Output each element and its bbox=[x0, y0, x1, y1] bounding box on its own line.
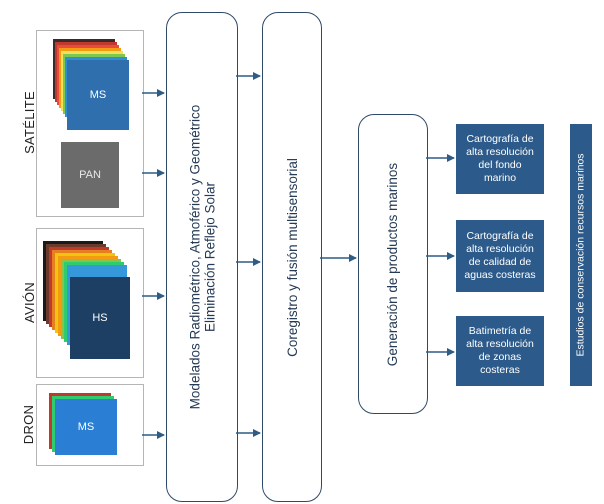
product-seafloor-mapping: Cartografía de alta resolución del fondo… bbox=[456, 124, 544, 194]
satellite-pan-tile: PAN bbox=[61, 142, 119, 208]
satellite-ms-tile: MS bbox=[67, 60, 129, 130]
product-line: alta resolución bbox=[466, 146, 534, 158]
product-line: de zonas bbox=[478, 351, 522, 363]
product-line: Batimetría de bbox=[468, 325, 532, 337]
conservation-studies-box: Estudios de conservación recursos marino… bbox=[570, 124, 592, 386]
product-line: Cartografía de bbox=[466, 230, 534, 242]
drone-source-box: MS bbox=[36, 384, 144, 466]
product-bathymetry: Batimetría de alta resolución de zonas c… bbox=[456, 316, 544, 386]
satellite-pan-label: PAN bbox=[79, 169, 101, 181]
drone-ms-tile: MS bbox=[55, 399, 117, 455]
product-line: aguas costeras bbox=[464, 269, 536, 281]
product-line: Cartografía de bbox=[466, 133, 534, 145]
satellite-source-box: MS PAN bbox=[36, 30, 144, 217]
product-line: marino bbox=[483, 172, 517, 184]
aircraft-hs-tile: HS bbox=[70, 277, 130, 359]
drone-ms-label: MS bbox=[77, 421, 95, 433]
coregistration-stage bbox=[262, 12, 322, 502]
product-line: alta resolución bbox=[466, 243, 534, 255]
aircraft-source-box: HS bbox=[36, 228, 144, 378]
aircraft-hs-label: HS bbox=[92, 312, 108, 324]
product-water-quality: Cartografía de alta resolución de calida… bbox=[456, 220, 544, 292]
product-line: costeras bbox=[480, 364, 520, 376]
product-line: de calidad de bbox=[468, 256, 532, 268]
generation-stage bbox=[358, 114, 428, 414]
product-line: del fondo bbox=[478, 159, 522, 171]
modeling-stage bbox=[166, 12, 238, 502]
satellite-ms-label: MS bbox=[89, 89, 107, 101]
product-line: alta resolución bbox=[466, 338, 534, 350]
